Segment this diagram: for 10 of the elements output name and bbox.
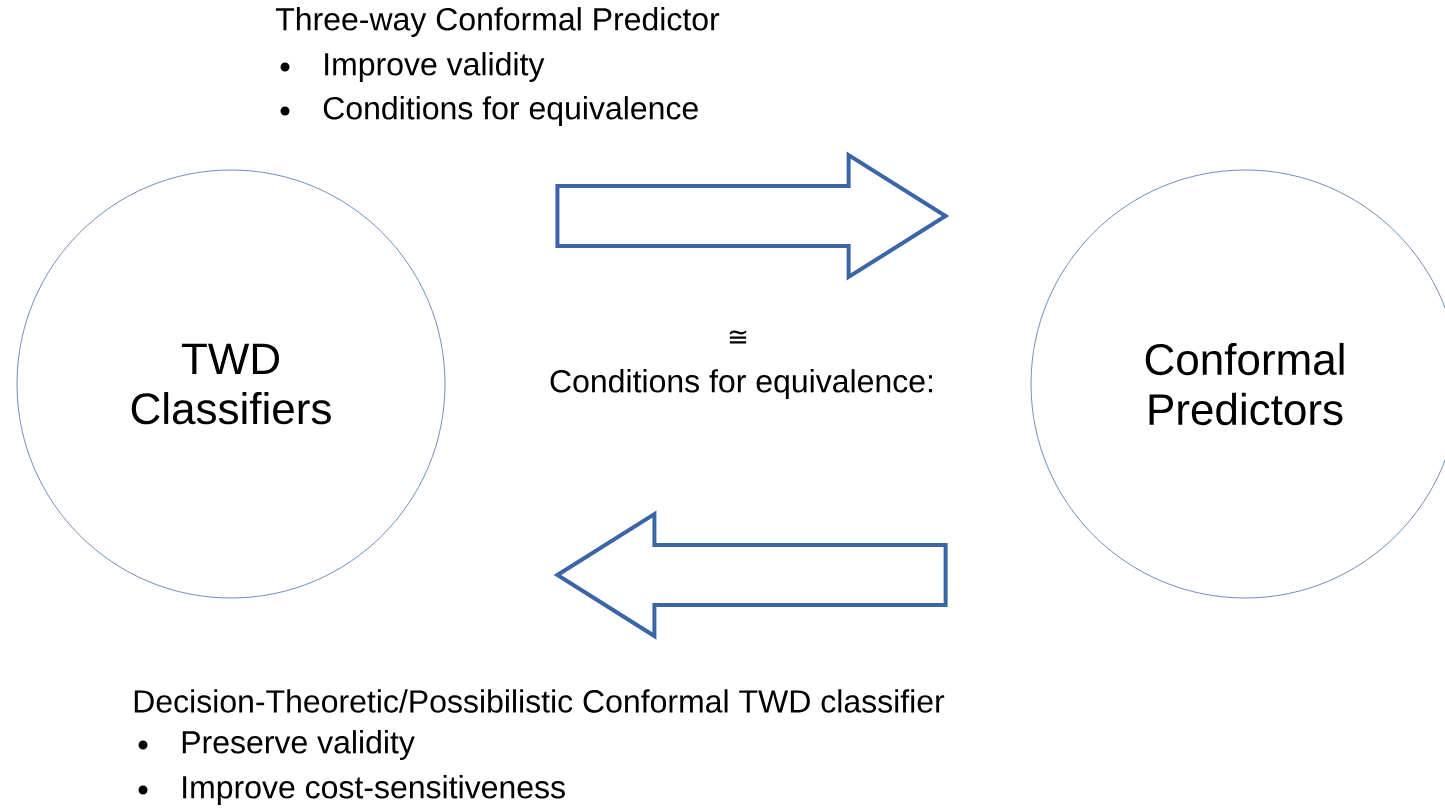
label-text: Three-way Conformal Predictor [275,7,720,37]
circle-node: TWD Classifiers [16,169,446,599]
label-text: Conditions for equivalence: [550,369,932,399]
label-text: Decision-Theoretic/Possibilistic Conformal TWD classifier [134,689,945,713]
label-text: Preserve validity [182,730,415,760]
label-text: Improve cost-sensitiveness [183,775,565,805]
block-arrow [555,151,950,281]
label-text: Improve validity [325,52,545,82]
label-text: Conditions for equivalence [323,96,698,126]
label-text: ≅ [729,330,747,344]
